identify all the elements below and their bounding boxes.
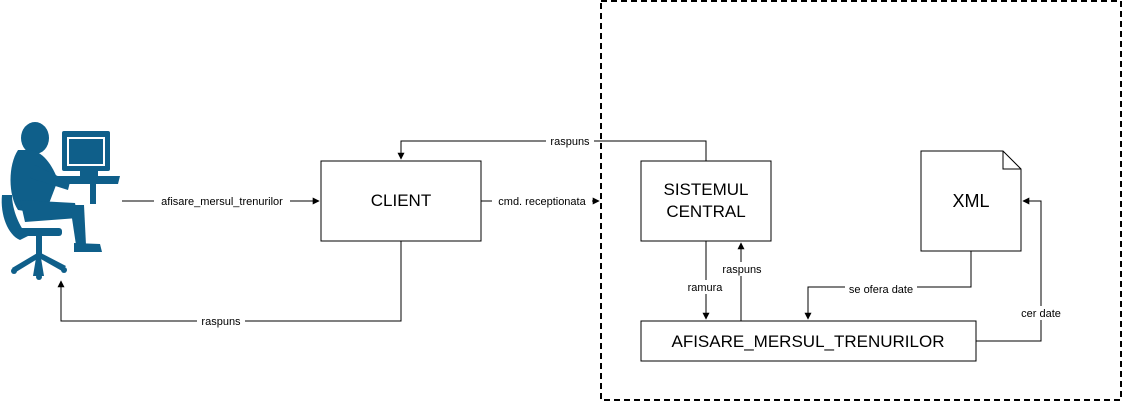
svg-text:raspuns: raspuns xyxy=(550,136,590,148)
afisare-box xyxy=(640,320,977,362)
edge-label-afisare-xml: cer date xyxy=(1017,306,1065,320)
user-at-computer-icon xyxy=(1,122,120,280)
svg-text:ramura: ramura xyxy=(688,282,724,294)
svg-text:cer date: cer date xyxy=(1021,308,1061,320)
svg-text:se ofera date: se ofera date xyxy=(849,284,913,296)
edge-afisare-xml xyxy=(976,197,1042,342)
edge-label-user-client: afisare_mersul_trenurilor xyxy=(154,194,290,208)
edge-label-central-afisare: ramura xyxy=(684,280,726,294)
edge-label-xml-afisare: se ofera date xyxy=(845,282,917,296)
xml-label: XML xyxy=(952,191,989,211)
edge-label-client-user: raspuns xyxy=(197,314,245,328)
edge-label-afisare-central: raspuns xyxy=(718,262,766,276)
sistemul-central-box xyxy=(640,160,772,242)
edge-label-central-client: raspuns xyxy=(546,134,594,148)
sistemul-central-label-1: SISTEMUL xyxy=(663,180,748,199)
sistemul-central-label-2: CENTRAL xyxy=(666,202,745,221)
svg-text:raspuns: raspuns xyxy=(722,264,762,276)
svg-text:afisare_mersul_trenurilor: afisare_mersul_trenurilor xyxy=(161,196,283,208)
system-boundary xyxy=(600,0,1122,401)
edge-client-user xyxy=(57,241,402,322)
xml-document xyxy=(920,150,1022,252)
xml-document-fold xyxy=(1002,151,1021,170)
svg-text:cmd. receptionata: cmd. receptionata xyxy=(498,196,586,208)
svg-text:raspuns: raspuns xyxy=(201,316,241,328)
afisare-label: AFISARE_MERSUL_TRENURILOR xyxy=(671,332,944,351)
edge-label-client-central: cmd. receptionata xyxy=(492,194,592,208)
client-label: CLIENT xyxy=(371,191,431,210)
